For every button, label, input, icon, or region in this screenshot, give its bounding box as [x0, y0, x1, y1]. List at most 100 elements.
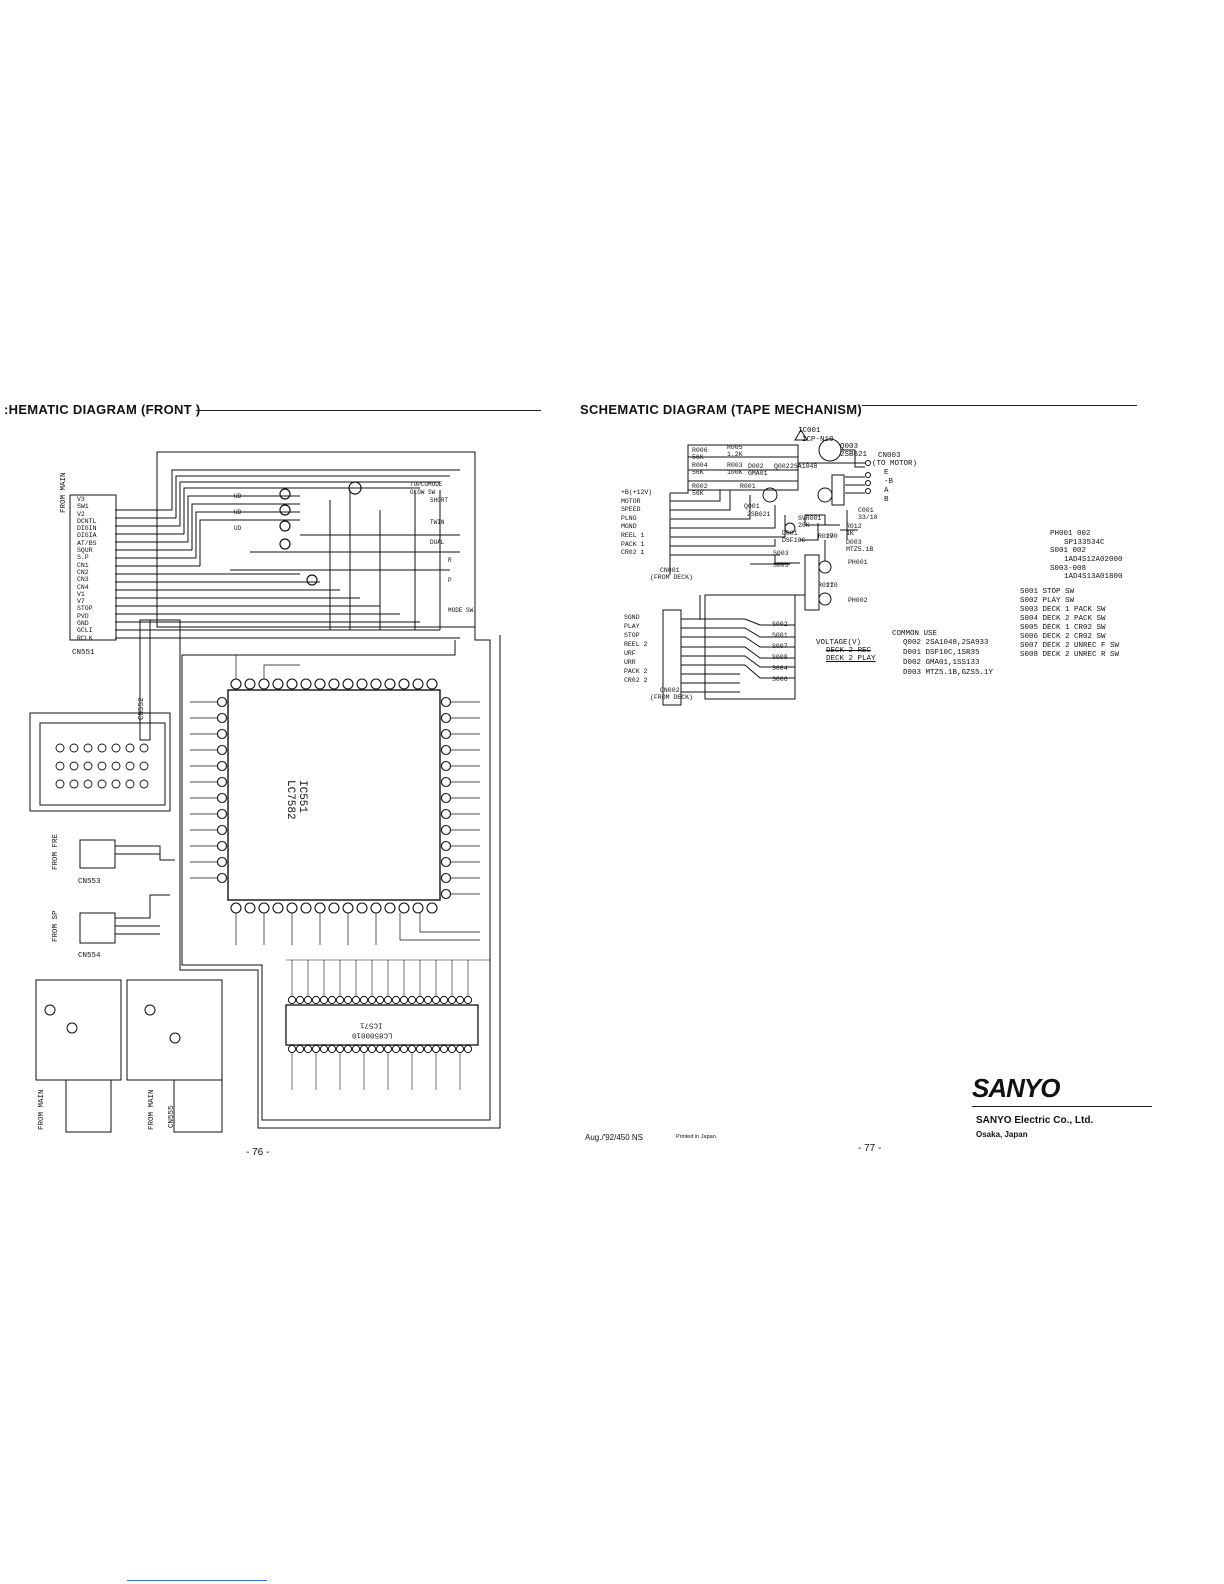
pin-label: REEL 2: [624, 641, 648, 648]
ic001-part: ICP-N10: [802, 436, 834, 444]
right-title-rule: [862, 405, 1137, 406]
r003-value: 100K: [727, 469, 743, 476]
svg-text:UD: UD: [234, 525, 242, 532]
pin-label: PLNG: [621, 514, 637, 522]
q001-label: Q001: [744, 503, 760, 510]
r012-label: R012: [846, 523, 862, 530]
common-use-row: Q002 2SA1048,2SA933: [903, 639, 989, 647]
module-right: [126, 979, 223, 1081]
upper-pin-list: +B(+12V) MOTOR SPEED PLNG MGND REEL 1 PA…: [621, 489, 671, 559]
pin-label: CR02 1: [621, 549, 645, 557]
pin-label: +B(+12V): [621, 489, 653, 496]
bottom-rule: [127, 1580, 267, 1581]
svg-text:MODE SW: MODE SW: [448, 607, 474, 614]
ic001-label: IC001: [798, 427, 821, 435]
cn553-label: CN553: [78, 878, 101, 886]
signal: CN2: [77, 568, 89, 576]
switch-label: S008: [772, 654, 788, 661]
cn003-label: CN003: [878, 452, 901, 460]
r010-label: R010: [818, 533, 834, 540]
cn002-label: CN002: [660, 687, 680, 694]
ic571-body: [285, 1004, 479, 1046]
pin-label: URF: [624, 650, 636, 657]
to-motor-label: (TO MOTOR): [872, 460, 918, 468]
left-page-title: :HEMATIC DIAGRAM (FRONT ): [4, 402, 201, 417]
left-title-rule: [196, 410, 541, 411]
ic551-body: [227, 689, 441, 901]
cn-sp-block: [79, 912, 116, 944]
switch-list-row: S003 DECK 1 PACK SW: [1020, 606, 1106, 614]
c001-value: 33/10: [858, 514, 878, 521]
signal: V7: [77, 598, 85, 606]
r001-label: R001: [740, 483, 756, 490]
pin-label: SPEED: [621, 506, 641, 514]
ph002-sensor: [818, 592, 832, 606]
signal: SQUR: [77, 547, 93, 555]
c001-label: C001: [858, 507, 874, 514]
from-fre-label: FROM FRE: [52, 833, 60, 870]
switch-label: S007: [772, 643, 788, 650]
parts-list: PH001 002 SP133534C S001 002 1AD4S12A020…: [1050, 530, 1123, 582]
upper-bus-lines: [115, 469, 460, 639]
ic551-ref: IC551: [296, 780, 308, 814]
ic571-part: LC8500010: [352, 1030, 393, 1039]
pin-label: PACK 1: [621, 540, 645, 548]
r005-label: R005: [727, 444, 743, 451]
pin-label: MGND: [621, 523, 637, 531]
r004-label: R004: [692, 462, 708, 469]
svg-text:TOPCUMODE: TOPCUMODE: [410, 481, 443, 488]
pin-label: URR: [624, 659, 636, 666]
right-page-number: - 77 -: [858, 1143, 882, 1154]
switch-list-row: S001 STOP SW: [1020, 588, 1075, 596]
signal: AT/BS: [77, 539, 97, 547]
from-main-label: FROM MAIN: [60, 472, 68, 513]
cn-fre-block: [79, 839, 116, 869]
r002-value: 56K: [692, 490, 704, 497]
lower-pin-list: SGND PLAY STOP REEL 2 URF URR PACK 2 CR0…: [624, 614, 674, 687]
svg-text:DUAL: DUAL: [430, 539, 445, 546]
voltage-label: VOLTAGE(V): [816, 639, 862, 647]
cn002-block: [662, 609, 682, 706]
svg-text:R: R: [448, 557, 452, 564]
ic551-part: LC7582: [284, 780, 296, 820]
d003-label: D003: [846, 539, 862, 546]
svg-text:SHORT: SHORT: [430, 497, 448, 504]
svg-text:GLOW SW: GLOW SW: [410, 489, 436, 496]
tape-mechanism-schematic: [662, 429, 871, 706]
r004-value: 56K: [692, 469, 704, 476]
q002-transistor: [762, 487, 778, 503]
d001-label: D001: [782, 530, 798, 537]
signal-list: V3 SW1 V2 DCNTL DIGIN DIGIA AT/BS SQUR S…: [77, 496, 117, 643]
svg-text:P: P: [448, 577, 452, 584]
parts-list-part: 1AD4S13A01800: [1064, 573, 1123, 582]
r011-value: 270: [826, 582, 838, 589]
parts-list-ref: S003-008: [1050, 564, 1087, 573]
pin-label: STOP: [624, 632, 640, 639]
signal: V2: [77, 510, 85, 518]
svr001-label: SVR001: [798, 515, 822, 522]
signal: DIGIA: [77, 532, 97, 540]
from-main-3-label: FROM MAIN: [148, 1089, 156, 1130]
cn554-label: CN554: [78, 952, 101, 960]
switch-list-row: S005 DECK 1 CR02 SW: [1020, 624, 1106, 632]
common-use-row: D003 MTZ5.1B,GZS5.1Y: [903, 669, 994, 677]
signal: GND: [77, 620, 89, 628]
company-name: SANYO Electric Co., Ltd.: [976, 1115, 1094, 1126]
q002-value: 2SA1048: [790, 463, 818, 470]
module-left: [35, 979, 122, 1081]
voltage-line1: DECK 2 REC: [826, 647, 872, 655]
cn001-label: CN001: [660, 567, 680, 574]
ic571-ref: IC571: [360, 1020, 383, 1029]
motor-pin: E: [884, 469, 889, 477]
common-use-title: COMMON USE: [892, 630, 938, 638]
r010-value: 270: [826, 533, 838, 540]
lamp-icon: [784, 522, 796, 534]
cn555-label: CN555: [168, 1105, 176, 1128]
ic551-left-pins: [216, 696, 228, 884]
r011-label: R011: [818, 582, 834, 589]
pin-label: PLAY: [624, 623, 640, 630]
cn551-block: [69, 494, 117, 641]
q001-transistor: [817, 487, 833, 503]
parts-list-ref: S001 002: [1050, 547, 1087, 556]
signal: GCLI: [77, 627, 93, 635]
